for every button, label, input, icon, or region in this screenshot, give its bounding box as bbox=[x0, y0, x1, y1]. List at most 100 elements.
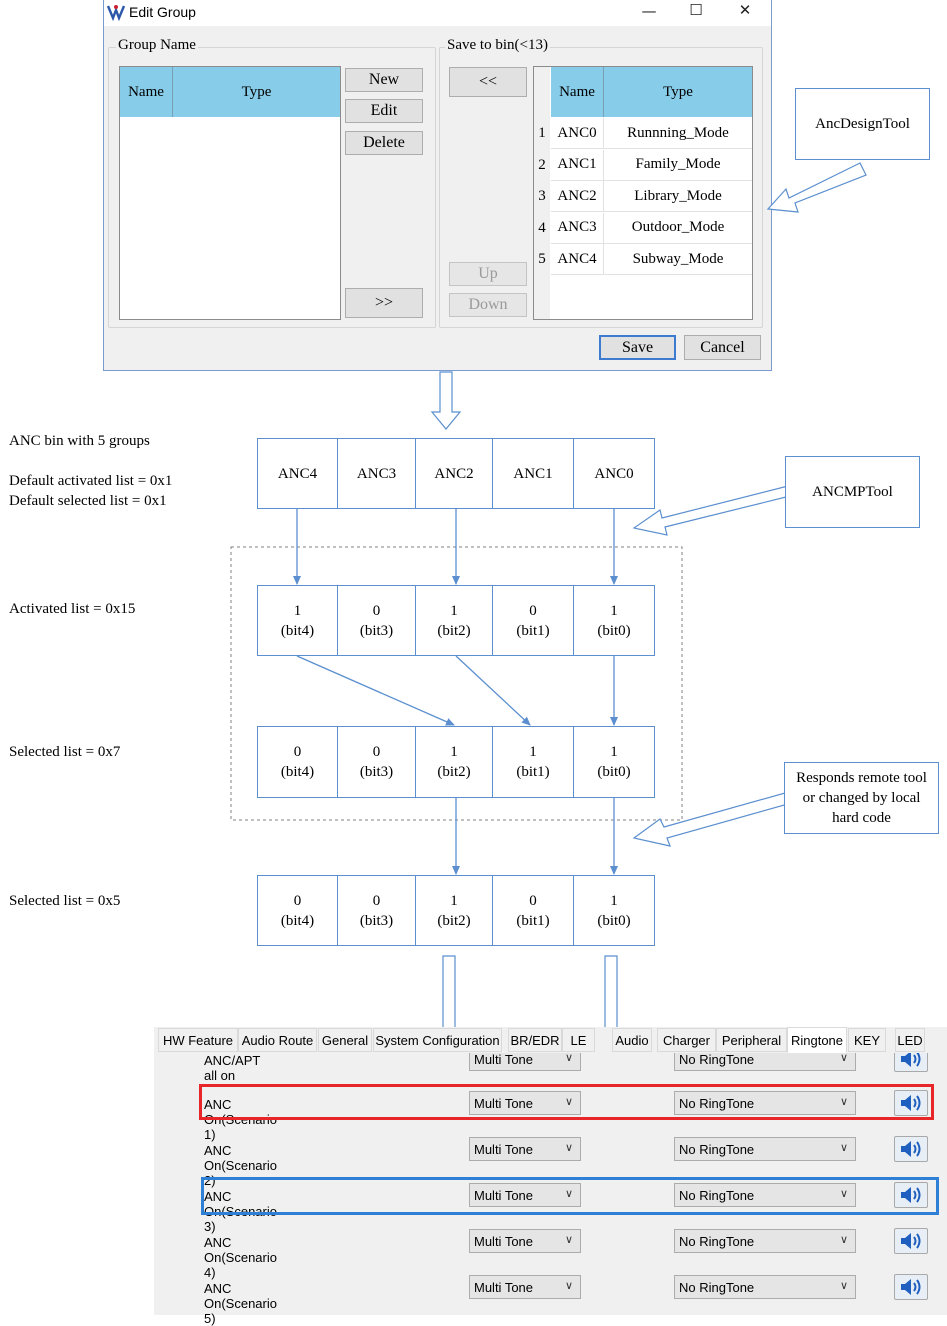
row-number: 3 bbox=[538, 188, 546, 204]
column-header-name[interactable]: Name bbox=[120, 67, 173, 117]
cell-name[interactable]: ANC4 bbox=[551, 244, 604, 275]
edit-button[interactable]: Edit bbox=[345, 99, 423, 123]
tab-le[interactable]: LE bbox=[562, 1028, 595, 1052]
ringtone-select[interactable]: No RingTone∨ bbox=[674, 1091, 856, 1115]
up-button[interactable]: Up bbox=[449, 262, 527, 286]
bit-index: (bit3) bbox=[359, 912, 394, 929]
tab-charger[interactable]: Charger bbox=[657, 1028, 716, 1052]
activated-bit-box: 0 (bit1) bbox=[492, 585, 574, 656]
activated-bit-box: 1(bit4) bbox=[257, 585, 338, 656]
move-right-button[interactable]: >> bbox=[345, 288, 423, 318]
anc-group-box: ANC1 bbox=[492, 438, 574, 509]
tab-ringtone[interactable]: Ringtone bbox=[787, 1027, 847, 1053]
bit-value: 0 bbox=[529, 892, 537, 909]
bit-value: 0 bbox=[372, 602, 381, 619]
cell-type[interactable]: Runnning_Mode bbox=[604, 118, 752, 149]
tab-led[interactable]: LED bbox=[895, 1028, 925, 1052]
bit-index: (bit0) bbox=[597, 764, 631, 780]
tone-select[interactable]: Multi Tone∨ bbox=[469, 1137, 581, 1161]
selected-bit-box: 1(bit2) bbox=[415, 875, 493, 946]
bit-value: 0 bbox=[372, 744, 381, 760]
column-header-type[interactable]: Type bbox=[604, 67, 752, 117]
minimize-icon[interactable]: — bbox=[641, 2, 657, 20]
tab-hw-feature[interactable]: HW Feature bbox=[158, 1028, 238, 1052]
dialog-title: Edit Group bbox=[129, 4, 196, 20]
chevron-down-icon: ∨ bbox=[839, 1279, 848, 1292]
save-to-bin-box bbox=[439, 47, 763, 328]
tab-peripheral[interactable]: Peripheral bbox=[716, 1028, 787, 1052]
activated-bit-box: 1(bit0) bbox=[573, 585, 655, 656]
anc-group-box: ANC2 bbox=[415, 438, 493, 509]
cell-type[interactable]: Outdoor_Mode bbox=[604, 213, 752, 244]
selected-list-label-2: Selected list = 0x5 bbox=[9, 893, 121, 909]
group-table[interactable]: Name Type bbox=[119, 66, 341, 320]
bit-value: 1 bbox=[610, 744, 618, 760]
ringtone-select-value: No RingTone bbox=[679, 1187, 755, 1203]
ringtone-select-value: No RingTone bbox=[679, 1279, 755, 1295]
bin-label: ANC bin with 5 groups bbox=[9, 433, 150, 449]
speaker-button[interactable] bbox=[894, 1228, 928, 1254]
tab-br-edr[interactable]: BR/EDR bbox=[508, 1028, 562, 1052]
speaker-icon bbox=[901, 1141, 921, 1157]
row-number: 4 bbox=[538, 219, 546, 236]
activated-list-label: Activated list = 0x15 bbox=[9, 601, 136, 617]
bit-value: 0 bbox=[529, 602, 537, 619]
tab-system-configuration[interactable]: System Configuration bbox=[373, 1028, 502, 1052]
tab-general[interactable]: General bbox=[318, 1028, 372, 1052]
cell-type[interactable]: Library_Mode bbox=[604, 181, 752, 212]
cell-name[interactable]: ANC2 bbox=[551, 181, 604, 212]
scenario-label: ANC/APT all on bbox=[204, 1053, 261, 1083]
tab-key[interactable]: KEY bbox=[848, 1028, 886, 1052]
ringtone-select[interactable]: No RingTone∨ bbox=[674, 1229, 856, 1253]
tab-audio[interactable]: Audio bbox=[612, 1028, 652, 1052]
tone-select-value: Multi Tone bbox=[474, 1051, 534, 1067]
group-name-box bbox=[108, 47, 436, 328]
new-button[interactable]: New bbox=[345, 68, 423, 92]
bit-index: (bit2) bbox=[437, 764, 471, 780]
bit-index: (bit1) bbox=[516, 622, 550, 639]
ringtone-select[interactable]: No RingTone ∨ bbox=[674, 1183, 856, 1207]
move-left-button[interactable]: << bbox=[449, 67, 527, 97]
tone-select-value: Multi Tone bbox=[474, 1233, 534, 1249]
anc-group-box: ANC3 bbox=[337, 438, 416, 509]
tone-select-value: Multi Tone bbox=[474, 1095, 534, 1111]
column-header-type[interactable]: Type bbox=[173, 67, 340, 117]
close-icon[interactable]: ✕ bbox=[738, 1, 752, 19]
speaker-button[interactable] bbox=[894, 1274, 928, 1300]
scenario-label: ANC On(Scenario 2) bbox=[204, 1143, 277, 1188]
speaker-button[interactable] bbox=[894, 1090, 928, 1116]
ringtone-select-value: No RingTone bbox=[679, 1141, 755, 1157]
save-button[interactable]: Save bbox=[599, 335, 676, 360]
tone-select[interactable]: Multi Tone∨ bbox=[469, 1229, 581, 1253]
selected-bit-box: 0(bit4) bbox=[257, 726, 338, 798]
chevron-down-icon: ∨ bbox=[839, 1141, 848, 1154]
tone-select[interactable]: Multi Tone∨ bbox=[469, 1275, 581, 1299]
cell-type[interactable]: Family_Mode bbox=[604, 150, 752, 181]
down-button[interactable]: Down bbox=[449, 293, 527, 317]
bit-value: 1 bbox=[450, 602, 458, 619]
speaker-icon bbox=[901, 1187, 921, 1203]
ringtone-select[interactable]: No RingTone ∨ bbox=[674, 1137, 856, 1161]
selected-bit-box: 0(bit4) bbox=[257, 875, 338, 946]
chevron-down-icon: ∨ bbox=[839, 1187, 848, 1200]
tone-select[interactable]: Multi Tone∨ bbox=[469, 1091, 581, 1115]
ringtone-select-value: No RingTone bbox=[679, 1233, 755, 1249]
maximize-icon[interactable]: ☐ bbox=[689, 1, 703, 19]
selected-bit-box: 0(bit3) bbox=[337, 875, 416, 946]
delete-button[interactable]: Delete bbox=[345, 131, 423, 155]
speaker-button[interactable] bbox=[894, 1182, 928, 1208]
cell-type[interactable]: Subway_Mode bbox=[604, 244, 752, 275]
tab-audio-route[interactable]: Audio Route bbox=[238, 1028, 317, 1052]
speaker-button[interactable] bbox=[894, 1136, 928, 1162]
cancel-button[interactable]: Cancel bbox=[684, 335, 761, 360]
selected-bit-box: 1(bit0) bbox=[573, 875, 655, 946]
ringtone-select[interactable]: No RingTone ∨ bbox=[674, 1275, 856, 1299]
cell-name[interactable]: ANC0 bbox=[551, 118, 604, 149]
cell-name[interactable]: ANC1 bbox=[551, 149, 604, 181]
cell-name[interactable]: ANC3 bbox=[551, 212, 604, 244]
hollow-arrow-remote bbox=[632, 792, 789, 847]
column-header-name[interactable]: Name bbox=[551, 67, 604, 117]
tone-select[interactable]: Multi Tone∨ bbox=[469, 1183, 581, 1207]
